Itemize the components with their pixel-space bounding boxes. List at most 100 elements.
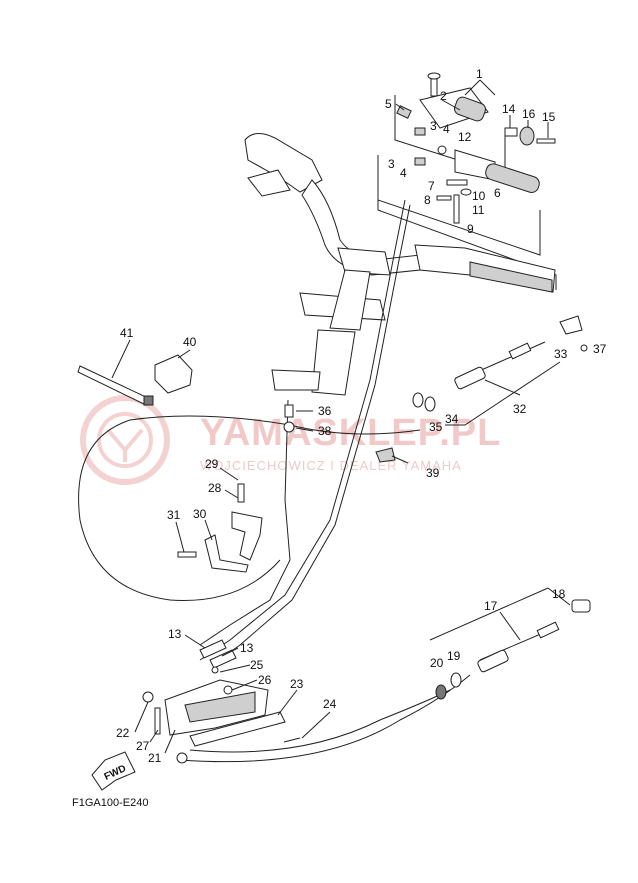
callout-36: 36: [318, 404, 332, 418]
callout-30: 30: [193, 507, 207, 521]
fwd-arrow: FWD: [91, 751, 136, 791]
fitting-18: [571, 599, 591, 613]
callout-numbers: 1 2 3 3 4 4 5 6 7 8 9 10 11 12 13 13 14 …: [116, 67, 607, 765]
spring-12: [437, 145, 447, 155]
watermark-dealer: WOJCIECHOWICZ I DEALER YAMAHA: [200, 458, 462, 473]
screw-head: [427, 72, 441, 80]
leader-22: [134, 701, 149, 733]
fwd-arrow-shape: [91, 751, 136, 791]
callout-8: 8: [424, 193, 431, 207]
clamp-39: [375, 447, 396, 463]
callout-15: 15: [542, 110, 556, 124]
throttle-housing: [419, 87, 489, 129]
callout-19: 19: [447, 649, 461, 663]
leader-30: [204, 519, 213, 541]
leader-24: [301, 711, 331, 739]
leader-27: [149, 729, 159, 743]
callout-17: 17: [484, 599, 498, 613]
clip-25: [211, 666, 219, 674]
cable-32-adjuster: [508, 342, 532, 360]
callout-4-lower: 4: [400, 166, 407, 180]
callout-41: 41: [120, 326, 134, 340]
clip-37: [580, 344, 588, 352]
leader-28: [224, 489, 239, 499]
diagram-code: F1GA100-E240: [72, 797, 148, 809]
pin-3-lower: [414, 157, 426, 166]
pin-3-upper: [414, 127, 426, 136]
washer-11: [460, 188, 472, 196]
callout-3-lower: 3: [388, 157, 395, 171]
cable-eye: [176, 752, 188, 764]
left-grip: [244, 133, 323, 193]
leader-35: [445, 361, 561, 426]
watermark-logo-ring: [80, 395, 170, 485]
leader-1: [464, 79, 496, 96]
plate-7: [446, 179, 468, 186]
nut-20: [435, 684, 447, 700]
cable-32-end-33: [559, 315, 583, 335]
lower-bracket: [142, 639, 286, 764]
callout-4-upper: 4: [443, 122, 450, 136]
callout-10: 10: [472, 189, 486, 203]
cable-17-boot: [477, 649, 509, 673]
callout-40: 40: [183, 335, 197, 349]
callout-29: 29: [205, 457, 219, 471]
nut-5: [396, 105, 412, 119]
callout-6: 6: [494, 186, 501, 200]
callout-35: 35: [429, 420, 443, 434]
bolt-15: [536, 138, 556, 144]
leader-31: [175, 521, 185, 553]
steering-upper-column: [329, 269, 371, 331]
callout-14: 14: [502, 102, 516, 116]
callout-13-left: 13: [168, 627, 182, 641]
assembly-outline-upper: [377, 155, 541, 256]
callout-18: 18: [552, 587, 566, 601]
choke-cable: [199, 399, 291, 646]
leader-5: [395, 103, 405, 111]
leader-40: [177, 349, 191, 359]
washer-26: [223, 685, 233, 695]
callout-5: 5: [385, 97, 392, 111]
callout-3-upper: 3: [430, 119, 437, 133]
bracket-21-perforation: [184, 691, 256, 723]
callout-11: 11: [472, 203, 485, 217]
callout-24: 24: [323, 697, 337, 711]
cable-tie-head: [143, 395, 154, 406]
leader-21: [164, 729, 176, 754]
callout-31: 31: [167, 508, 181, 522]
callout-34: 34: [445, 412, 459, 426]
holder-40: [154, 354, 193, 394]
leader-13b: [221, 647, 239, 657]
bracket-30: [231, 511, 263, 561]
callout-12: 12: [458, 130, 472, 144]
loop-cable-end: [289, 424, 421, 435]
callout-27: 27: [136, 739, 150, 753]
throttle-cable-a: [199, 199, 406, 661]
throttle-grip-upper: [454, 96, 486, 122]
callout-39: 39: [426, 466, 440, 480]
bolt-9: [453, 194, 460, 224]
throttle-grip-lower: [485, 163, 540, 193]
callout-32: 32: [513, 402, 527, 416]
loop-cable: [78, 415, 291, 601]
leader-41: [111, 339, 131, 379]
cable-17-adjuster: [536, 621, 560, 639]
callout-23: 23: [290, 677, 304, 691]
callout-38: 38: [318, 424, 332, 438]
leader-26: [231, 679, 258, 691]
right-grip-texture: [469, 261, 553, 293]
leader-18: [429, 587, 571, 641]
cable-32-boot: [454, 366, 486, 390]
link-31: [204, 534, 249, 573]
callout-22: 22: [116, 726, 130, 740]
callout-25: 25: [250, 658, 264, 672]
callout-9: 9: [467, 222, 474, 236]
assembly-outline-lower: [377, 200, 557, 290]
cable-tie-parts: [77, 354, 193, 406]
cable-32-fittings: [375, 315, 588, 463]
assembly-frame-top: [394, 95, 506, 176]
leader-13a: [184, 634, 206, 649]
cable-17-fittings: [283, 599, 591, 743]
leader-lines: [111, 79, 571, 754]
